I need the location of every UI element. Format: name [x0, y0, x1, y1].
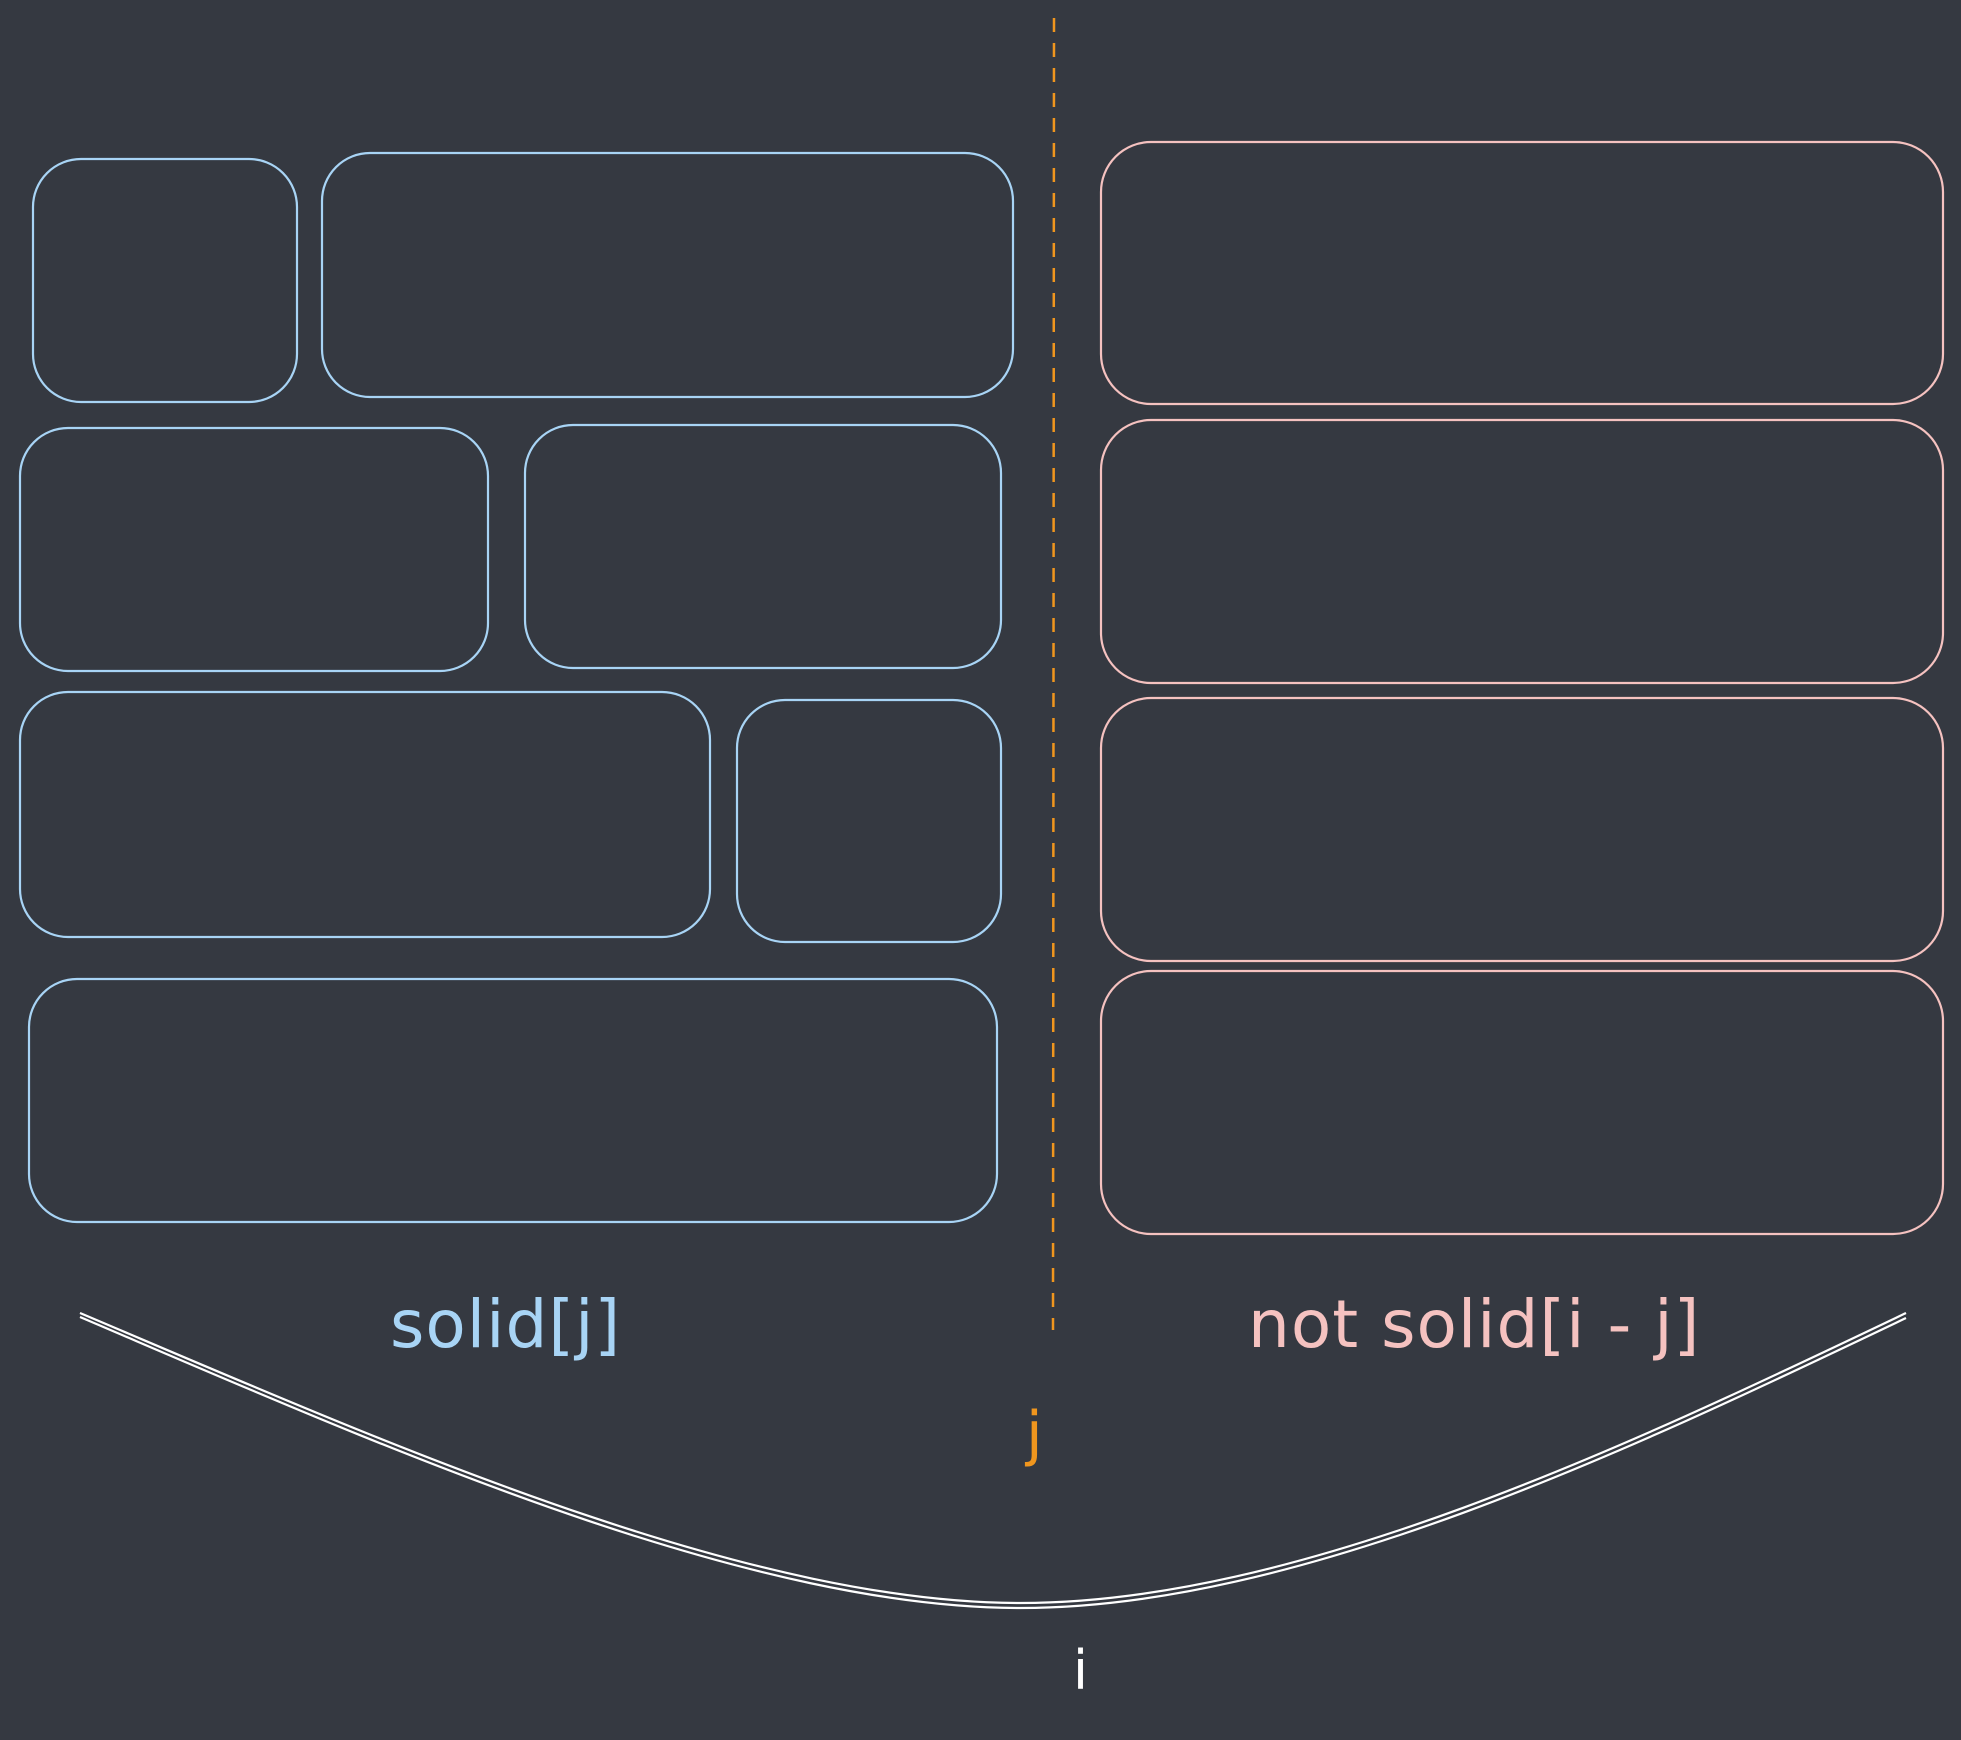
solid-block	[735, 698, 1003, 944]
solid-block	[31, 157, 299, 404]
not-solid-blocks	[1099, 140, 1945, 1236]
solid-block	[523, 423, 1003, 670]
not-solid-label: not solid[i - j]	[1248, 1286, 1701, 1363]
not-solid-block	[1099, 140, 1945, 406]
solid-block	[18, 426, 490, 673]
solid-block	[320, 151, 1015, 399]
not-solid-block	[1099, 969, 1945, 1236]
solid-blocks	[18, 151, 1015, 1224]
i-label: i	[1073, 1639, 1089, 1702]
solid-block	[18, 690, 712, 939]
solid-block	[27, 977, 999, 1224]
solid-label: solid[j]	[390, 1286, 622, 1363]
i-brace	[79, 1311, 1907, 1610]
not-solid-block	[1099, 418, 1945, 685]
j-label: j	[1026, 1399, 1043, 1469]
j-divider-line	[1051, 17, 1056, 1331]
not-solid-block	[1099, 696, 1945, 963]
